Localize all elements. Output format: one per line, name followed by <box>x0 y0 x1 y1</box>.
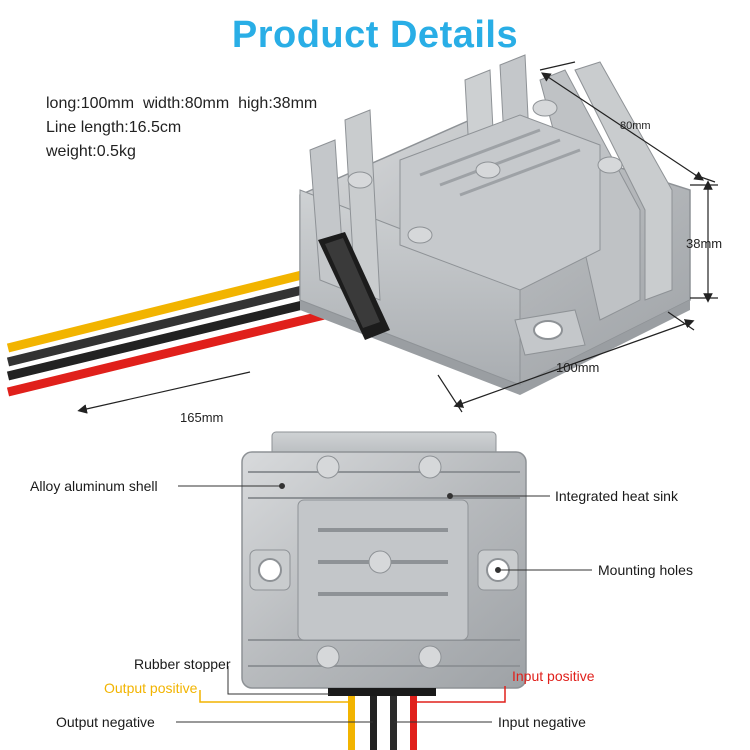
dim-length-label: 100mm <box>556 360 600 375</box>
dim-width-label: 80mm <box>620 120 651 132</box>
dim-height-label: 38mm <box>686 236 723 251</box>
callout-mounting-holes: Mounting holes <box>598 562 693 578</box>
wire-bundle-3d <box>6 263 347 397</box>
callout-shell: Alloy aluminum shell <box>30 478 158 494</box>
callout-output-negative: Output negative <box>56 714 155 730</box>
dimension-lines <box>77 61 718 414</box>
spec-list: long:100mm width:80mm high:38mm Line len… <box>46 92 317 164</box>
callout-leaders <box>176 483 592 723</box>
callout-input-negative: Input negative <box>498 714 586 730</box>
converter-3d-view <box>6 54 691 397</box>
callout-rubber-stopper: Rubber stopper <box>134 656 231 672</box>
dim-cable-label: 165mm <box>180 410 224 425</box>
callout-output-positive: Output positive <box>104 680 198 696</box>
spec-weight: weight:0.5kg <box>46 143 136 160</box>
callout-input-positive: Input positive <box>512 668 595 684</box>
spec-line-length: Line length:16.5cm <box>46 119 182 136</box>
page-title: Product Details <box>231 14 519 56</box>
spec-dimensions: long:100mm width:80mm high:38mm <box>46 95 318 112</box>
callout-heat-sink: Integrated heat sink <box>555 488 678 504</box>
